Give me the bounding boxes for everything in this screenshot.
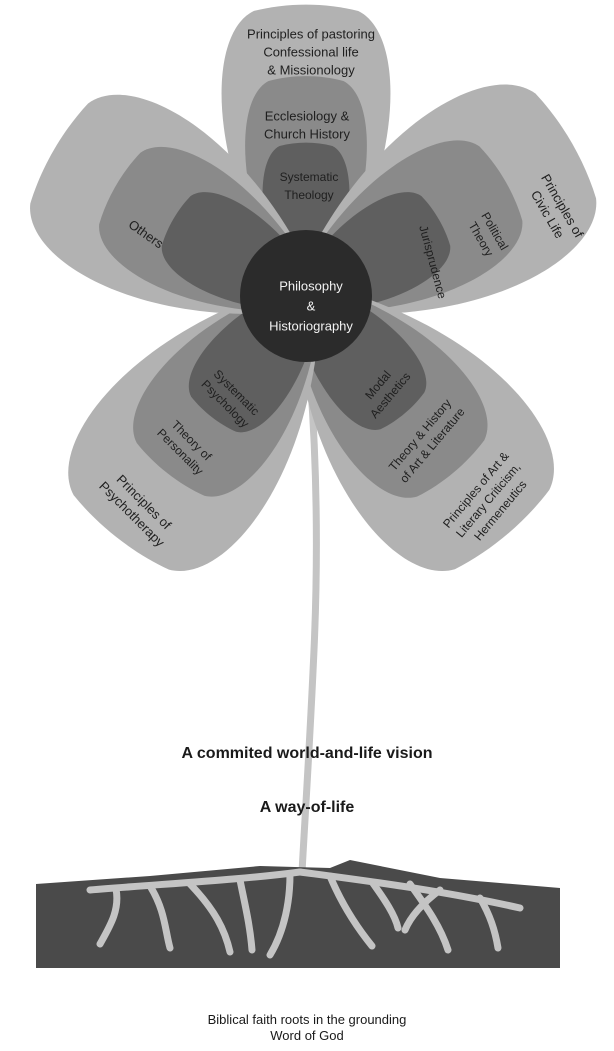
roots-caption-line2: Word of God <box>270 1028 344 1043</box>
center-disc <box>240 230 372 362</box>
stem <box>298 326 320 876</box>
roots-caption-line1: Biblical faith roots in the grounding <box>207 1012 407 1027</box>
way-of-life-text: A way-of-life <box>259 799 355 816</box>
label-top-middle: Ecclesiology &Church History <box>264 109 350 142</box>
label-center: Philosophy&Historiography <box>269 279 353 334</box>
roots <box>86 868 524 959</box>
vision-text: A commited world-and-life vision <box>181 745 433 762</box>
roots-caption: Biblical faith roots in the grounding Wo… <box>0 1012 614 1044</box>
